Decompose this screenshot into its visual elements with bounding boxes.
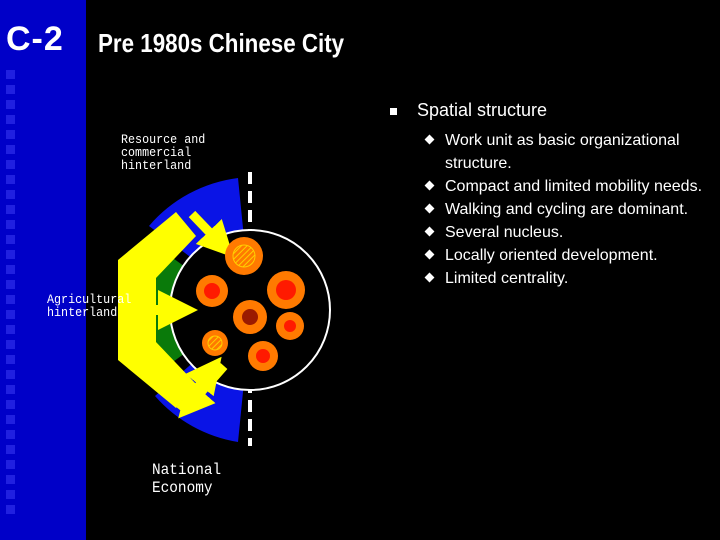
yellow-link-band (118, 212, 196, 408)
label-line: Resource and (121, 132, 206, 147)
heading-text: Spatial structure (417, 100, 548, 120)
nucleus (267, 271, 305, 309)
diamond-bullet-icon (425, 273, 435, 283)
agricultural-hinterland-label: Agricultural hinterland (47, 293, 131, 319)
bar-square (6, 340, 15, 349)
bar-square (6, 220, 15, 229)
resource-hinterland-label: Resource and commercial hinterland (121, 133, 205, 172)
nucleus (202, 330, 228, 356)
list-item-text: Compact and limited mobility needs. (445, 178, 703, 195)
bullet-list: Spatial structure Work unit as basic org… (388, 100, 718, 290)
list-item-text: Several nucleus. (445, 224, 564, 241)
bar-square (6, 70, 15, 79)
bar-square (6, 250, 15, 259)
diamond-bullet-icon (425, 135, 435, 145)
bar-square (6, 130, 15, 139)
label-line: Agricultural (47, 292, 132, 307)
list-item: Work unit as basic organizational struct… (425, 129, 718, 175)
bar-square (6, 370, 15, 379)
bullet-heading: Spatial structure (388, 100, 718, 121)
slide-title: Pre 1980s Chinese City (98, 28, 345, 58)
nucleus (248, 341, 278, 371)
bar-square (6, 400, 15, 409)
slide-code: C-2 (6, 20, 64, 58)
diamond-bullet-icon (425, 227, 435, 237)
bar-square (6, 490, 15, 499)
diamond-bullet-icon (425, 204, 435, 214)
sub-bullet-list: Work unit as basic organizational struct… (425, 129, 718, 290)
label-line: Economy (152, 479, 213, 497)
label-line: commercial (121, 145, 192, 160)
bar-square (6, 265, 15, 274)
arrow-resource (188, 210, 234, 258)
bar-square (6, 175, 15, 184)
bar-square (6, 355, 15, 364)
bar-square (6, 415, 15, 424)
bar-square (6, 115, 15, 124)
diamond-bullet-icon (425, 181, 435, 191)
national-economy-label: National Economy (152, 461, 221, 497)
bar-square (6, 295, 15, 304)
list-item: Walking and cycling are dominant. (425, 198, 718, 221)
list-item-text: Limited centrality. (445, 270, 569, 287)
bar-square (6, 280, 15, 289)
bar-square (6, 145, 15, 154)
square-bullet-icon (390, 108, 397, 115)
bar-square (6, 205, 15, 214)
arrow-national-up (176, 356, 222, 413)
diamond-bullet-icon (425, 250, 435, 260)
list-item: Limited centrality. (425, 267, 718, 290)
bar-square (6, 100, 15, 109)
bar-square (6, 505, 15, 514)
label-line: National (152, 461, 222, 479)
bar-square (6, 325, 15, 334)
bar-square (6, 460, 15, 469)
list-item-text: Walking and cycling are dominant. (445, 201, 689, 218)
label-line: hinterland (121, 158, 192, 173)
nucleus (225, 237, 263, 275)
list-item-text: Locally oriented development. (445, 247, 658, 264)
nucleus (196, 275, 228, 307)
bar-square (6, 190, 15, 199)
bar-square (6, 385, 15, 394)
bar-square (6, 85, 15, 94)
label-line: hinterland (47, 305, 118, 320)
nucleus (233, 300, 267, 334)
bar-square (6, 235, 15, 244)
bar-square (6, 445, 15, 454)
list-item: Compact and limited mobility needs. (425, 175, 718, 198)
left-accent-bar (0, 0, 86, 540)
list-item: Locally oriented development. (425, 244, 718, 267)
bar-square (6, 310, 15, 319)
bar-square (6, 430, 15, 439)
list-item-text: Work unit as basic organizational struct… (445, 132, 680, 172)
list-item: Several nucleus. (425, 221, 718, 244)
bar-square (6, 160, 15, 169)
nucleus (276, 312, 304, 340)
bar-square (6, 475, 15, 484)
